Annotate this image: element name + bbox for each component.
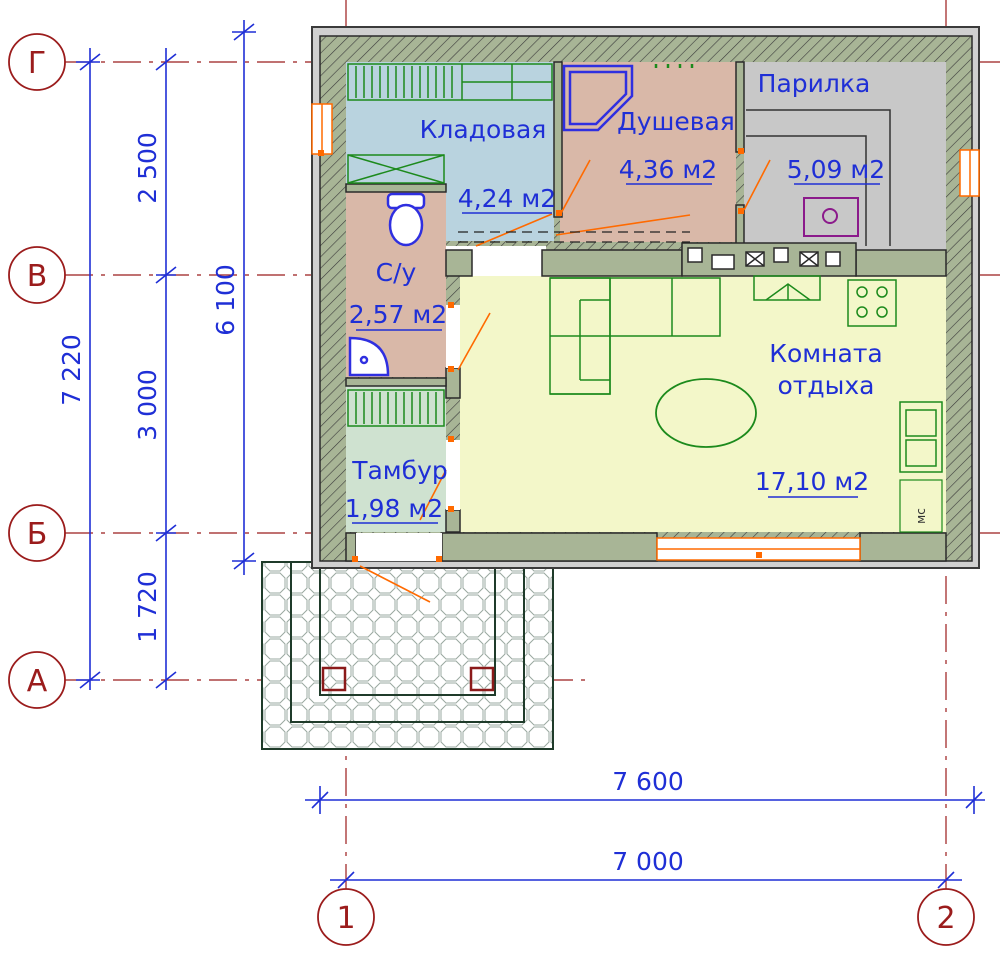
porch-column-left xyxy=(321,666,347,692)
dim-bottom-inner: 7 000 xyxy=(612,847,684,876)
dim-segment-3: 1 720 xyxy=(133,571,162,643)
room-name-dushevaya: Душевая xyxy=(617,107,735,136)
room-dushevaya-fill xyxy=(560,62,736,242)
room-komnata-fill xyxy=(460,276,946,532)
fireplace-icon xyxy=(753,275,821,301)
room-parilka-fill xyxy=(744,62,946,250)
room-name-kladovaya: Кладовая xyxy=(420,115,547,144)
dim-segment-1: 2 500 xyxy=(133,132,162,204)
dimension-lines-left xyxy=(76,20,256,690)
room-name-su: С/у xyxy=(376,258,417,287)
ms-label: мс xyxy=(914,508,928,524)
axis-label-g: Г xyxy=(28,46,46,81)
shower-tray-icon xyxy=(562,64,694,132)
sauna-stove xyxy=(681,242,857,277)
axis-bubble-b: Б xyxy=(8,504,66,562)
axis-bubble-v: В xyxy=(8,246,66,304)
axis-bubble-a: А xyxy=(8,651,66,709)
sauna-benches xyxy=(746,109,891,246)
axis-bubble-2: 2 xyxy=(917,888,975,946)
axis-label-a: А xyxy=(27,664,48,699)
tambur-shelf xyxy=(347,389,445,427)
dimension-lines-bottom xyxy=(305,786,985,889)
porch xyxy=(261,561,554,750)
storage-shelves xyxy=(347,63,553,184)
stove-icon xyxy=(847,279,897,327)
room-area-su: 2,57 м2 xyxy=(349,300,447,329)
axis-label-v: В xyxy=(27,259,48,294)
room-area-tambur: 1,98 м2 xyxy=(345,494,443,523)
room-name-komnata-2: отдыха xyxy=(778,371,875,400)
room-area-kladovaya: 4,24 м2 xyxy=(458,184,556,213)
room-name-tambur: Тамбур xyxy=(351,456,448,485)
axis-bubble-1: 1 xyxy=(317,888,375,946)
ms-cabinet: мс xyxy=(899,479,943,533)
axis-label-b: Б xyxy=(27,517,48,552)
dashed-partitions xyxy=(458,231,690,243)
room-area-komnata: 17,10 м2 xyxy=(755,467,869,496)
axis-bubble-g: Г xyxy=(8,33,66,91)
door-markers xyxy=(318,148,762,562)
corner-sink-icon xyxy=(348,336,390,377)
door-swings xyxy=(359,159,771,603)
dim-left-total: 7 220 xyxy=(57,334,86,406)
axis-label-2: 2 xyxy=(936,901,955,936)
windows xyxy=(311,103,980,561)
sofa-icon xyxy=(549,277,721,395)
room-area-parilka: 5,09 м2 xyxy=(787,155,885,184)
room-name-komnata-1: Комната xyxy=(769,339,882,368)
axis-label-1: 1 xyxy=(336,901,355,936)
dim-segment-2: 3 000 xyxy=(133,369,162,441)
room-name-parilka: Парилка xyxy=(758,69,871,98)
dining-table-icon xyxy=(655,378,757,448)
room-area-dushevaya: 4,36 м2 xyxy=(619,155,717,184)
porch-column-right xyxy=(469,666,495,692)
kitchen-sink-icon xyxy=(899,401,943,473)
dim-bottom-outer: 7 600 xyxy=(612,767,684,796)
dim-left-mid: 6 100 xyxy=(211,264,240,336)
toilet-icon xyxy=(386,192,426,247)
